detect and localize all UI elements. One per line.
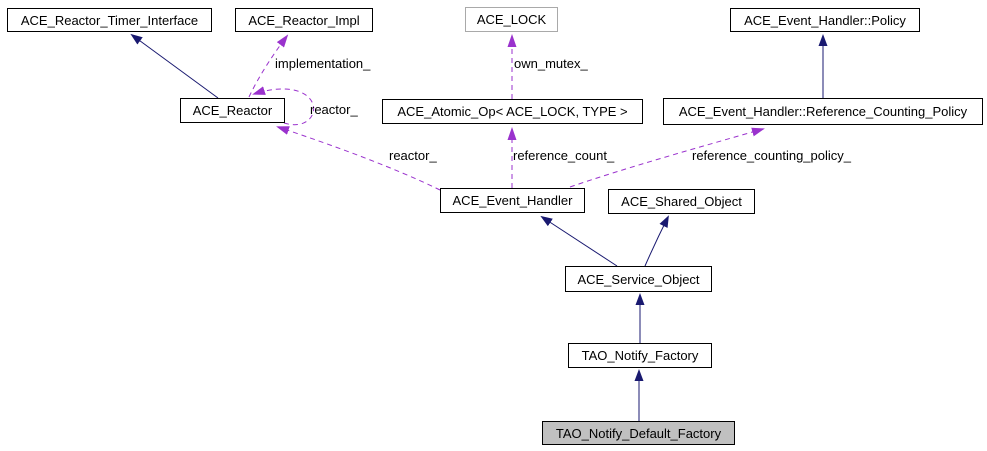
edge-label-reference-count: reference_count_ — [513, 148, 615, 163]
edge-inheritance-serviceobject-to-eventhandler — [540, 215, 618, 267]
node-ace-reactor-timer-interface[interactable]: ACE_Reactor_Timer_Interface — [7, 8, 212, 32]
edge-inheritance-serviceobject-to-sharedobject — [644, 215, 669, 267]
node-ace-reactor[interactable]: ACE_Reactor — [180, 98, 285, 123]
edge-label-reactor: reactor_ — [389, 148, 437, 163]
edge-inheritance-reactor-to-timer-interface — [130, 33, 219, 99]
node-ace-atomic-op[interactable]: ACE_Atomic_Op< ACE_LOCK, TYPE > — [382, 99, 643, 124]
edge-label-own-mutex: own_mutex_ — [514, 56, 588, 71]
node-tao-notify-default-factory: TAO_Notify_Default_Factory — [542, 421, 735, 445]
edge-label-reference-counting-policy: reference_counting_policy_ — [692, 148, 851, 163]
node-ace-service-object[interactable]: ACE_Service_Object — [565, 266, 712, 292]
edge-label-implementation: implementation_ — [275, 56, 371, 71]
node-ace-event-handler[interactable]: ACE_Event_Handler — [440, 188, 585, 213]
node-ace-shared-object[interactable]: ACE_Shared_Object — [608, 189, 755, 214]
node-tao-notify-factory[interactable]: TAO_Notify_Factory — [568, 343, 712, 368]
node-ace-lock: ACE_LOCK — [465, 7, 558, 32]
node-ace-event-handler-reference-counting-policy[interactable]: ACE_Event_Handler::Reference_Counting_Po… — [663, 98, 983, 125]
node-ace-reactor-impl[interactable]: ACE_Reactor_Impl — [235, 8, 373, 32]
node-ace-event-handler-policy[interactable]: ACE_Event_Handler::Policy — [730, 8, 920, 32]
edge-label-reactor-self: reactor_ — [310, 102, 358, 117]
